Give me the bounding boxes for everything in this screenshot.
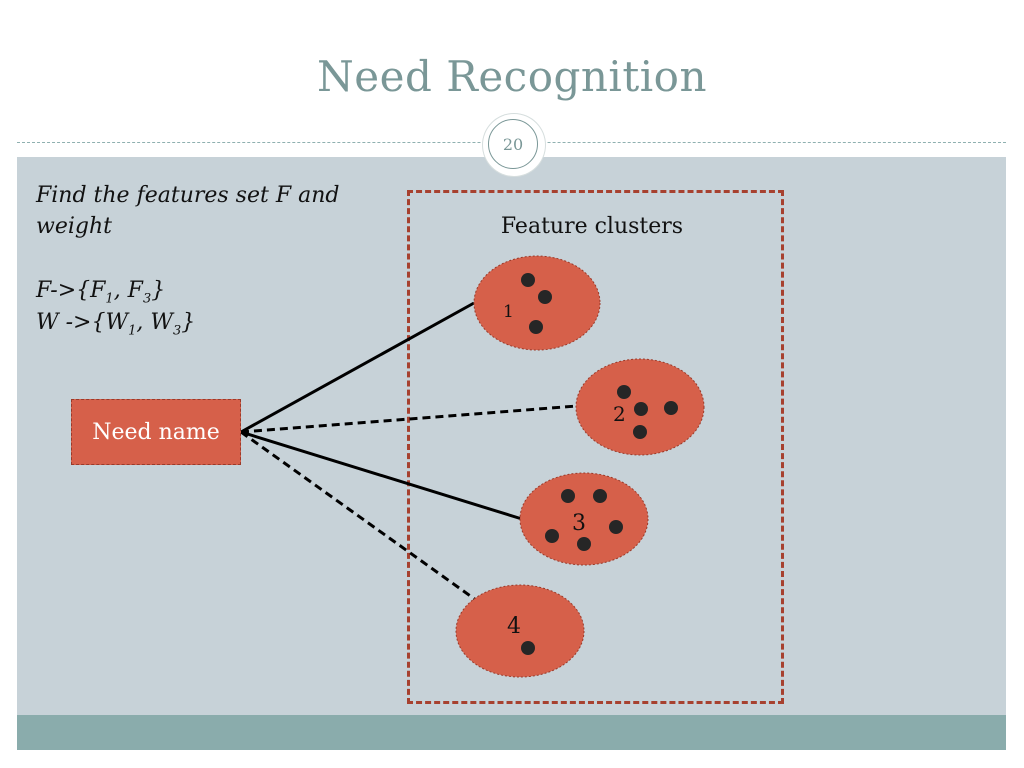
feature-dot	[561, 489, 575, 503]
slide-title: Need Recognition	[317, 52, 707, 101]
feature-dot	[609, 520, 623, 534]
feature-dot	[529, 320, 543, 334]
feature-dot	[633, 425, 647, 439]
need-name-box: Need name	[71, 399, 241, 465]
link-line-cluster-3	[240, 430, 523, 521]
cluster-1-label: 1	[503, 302, 514, 322]
feature-clusters-box	[407, 190, 784, 704]
cluster-1: 1	[473, 255, 601, 351]
feature-dot	[577, 537, 591, 551]
feature-dot	[538, 290, 552, 304]
feature-dot	[521, 641, 535, 655]
feature-dot	[545, 529, 559, 543]
cluster-3-label: 3	[572, 511, 586, 536]
page-number: 20	[488, 119, 538, 169]
footer-band	[17, 715, 1006, 750]
page-number-badge: 20	[483, 114, 545, 176]
cluster-2: 2	[575, 358, 705, 456]
cluster-2-label: 2	[613, 402, 626, 426]
formula-weights: W ->{W1, W3}	[36, 310, 196, 339]
feature-dot	[593, 489, 607, 503]
feature-dot	[521, 273, 535, 287]
feature-clusters-title: Feature clusters	[500, 214, 684, 239]
cluster-3: 3	[519, 472, 649, 566]
cluster-4: 4	[455, 584, 585, 678]
formula-features: F->{F1, F3}	[36, 278, 166, 307]
feature-dot	[634, 402, 648, 416]
link-line-cluster-1	[240, 301, 475, 434]
cluster-4-label: 4	[507, 614, 521, 639]
link-line-cluster-4	[240, 430, 477, 602]
feature-dot	[664, 401, 678, 415]
description-text: Find the features set F and weight	[36, 183, 340, 239]
feature-dot	[617, 385, 631, 399]
link-line-cluster-2	[240, 404, 578, 434]
